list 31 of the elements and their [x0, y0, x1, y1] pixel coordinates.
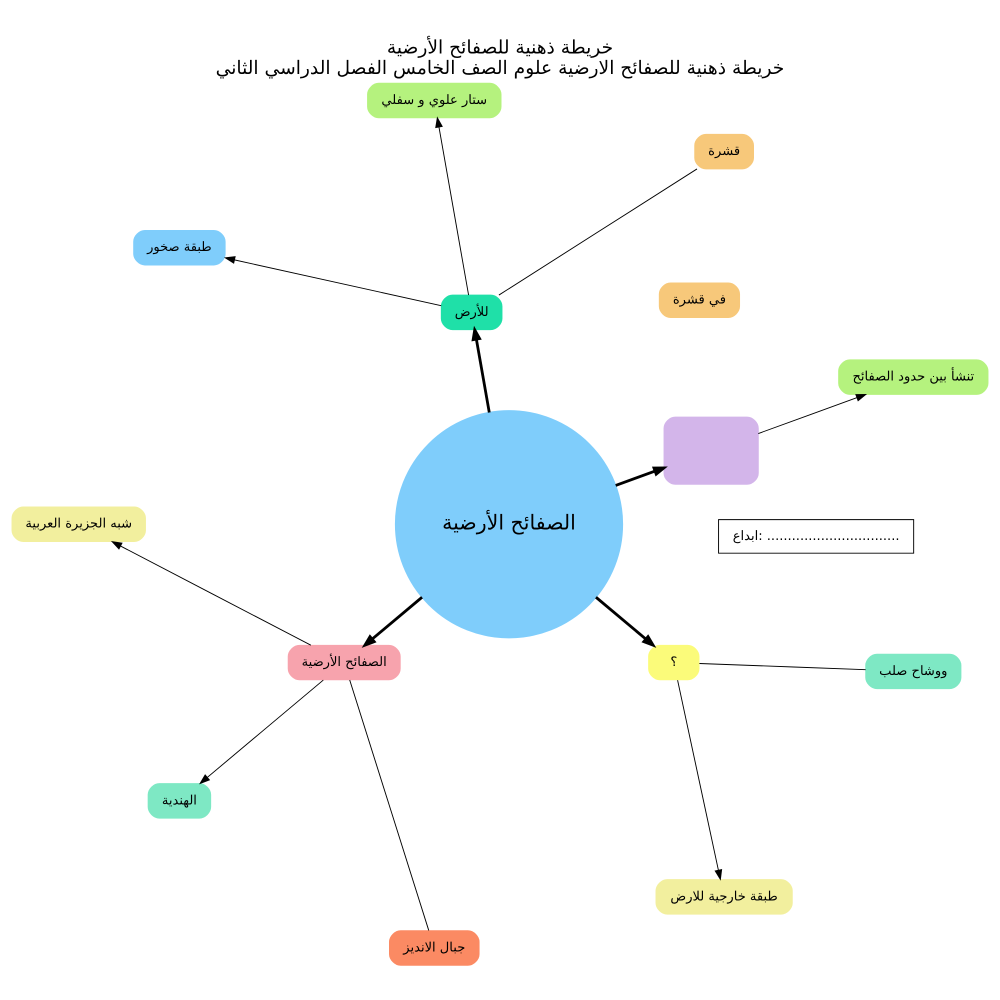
node-box: جبال الانديز	[389, 930, 480, 966]
connector	[498, 168, 698, 296]
caption: خريطة ذهنية للصفائح الارضية علوم الصف الخامس الفصل الدراسي الثاني	[216, 58, 784, 79]
node-box: قشرة	[694, 134, 754, 170]
node-box	[664, 416, 759, 485]
arrow	[362, 596, 423, 648]
node-box: في قشرة	[658, 282, 740, 318]
arrow	[471, 326, 491, 413]
arrow	[110, 541, 312, 646]
node-box: الصفائح الأرضية	[288, 644, 401, 680]
arrow	[615, 466, 668, 487]
arrow	[199, 680, 324, 784]
node-box: ابداع: ................................	[718, 519, 914, 554]
diagram-title: خريطة ذهنية للصفائح الأرضية	[386, 37, 614, 58]
arrow	[758, 394, 868, 434]
node-box: ؟	[648, 644, 700, 680]
node-box: شبه الجزيرة العربية	[12, 506, 146, 542]
connector	[349, 680, 430, 931]
arrow	[595, 596, 656, 648]
connector	[698, 663, 866, 670]
node-box: للأرض	[440, 294, 502, 330]
node-box: طبقة صخور	[133, 230, 226, 266]
arrow	[435, 116, 470, 296]
arrow	[677, 680, 722, 881]
node-box: الهندية	[148, 783, 212, 819]
arrow	[224, 256, 442, 306]
node-box: ستار علوي و سفلي	[367, 82, 502, 118]
node-box: ووشاح صلب	[865, 654, 962, 690]
node-box: تنشأ بين حدود الصفائح	[838, 359, 988, 395]
node-circle: الصفائح الأرضية	[394, 410, 624, 638]
node-box: طبقة خارجية للارض	[656, 879, 793, 915]
